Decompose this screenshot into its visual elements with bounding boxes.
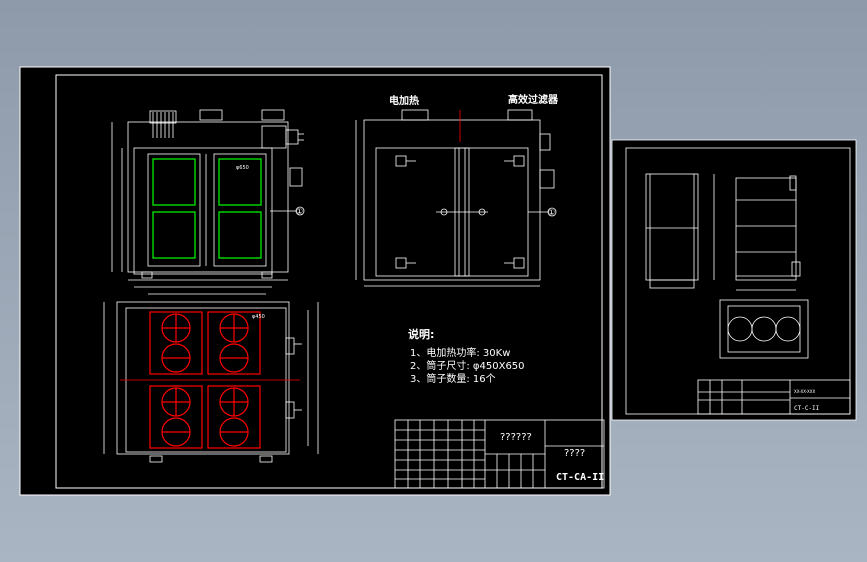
label-electric-heating: 电加热: [389, 94, 419, 107]
notes-line-2: 2、筒子尺寸: φ450X650: [410, 359, 525, 372]
main-sheet: [19, 66, 611, 496]
second-sheet: [611, 139, 857, 421]
balloon-front: ①: [296, 207, 303, 216]
front-dim-650: φ650: [236, 165, 249, 171]
notes: 说明: 1、电加热功率: 30Kw 2、筒子尺寸: φ450X650 3、筒子数…: [408, 327, 525, 385]
plan-baskets: [149, 311, 261, 449]
notes-line-1: 1、电加热功率: 30Kw: [410, 346, 510, 359]
side-elevation: [355, 109, 557, 287]
title-block-drawing-no: CT-CA-II: [556, 472, 604, 483]
sheet2-small-label: XX-XX-XXX: [794, 389, 816, 394]
title-block: [394, 419, 605, 489]
sheet2-drawing-no: CT-C-II: [794, 405, 820, 412]
label-hepa-filter: 高效过滤器: [508, 93, 559, 106]
notes-line-3: 3、筒子数量: 16个: [410, 372, 496, 385]
title-block-name: ??????: [500, 432, 532, 443]
plan-dim-450: φ450: [252, 314, 265, 320]
plan-view: [103, 301, 319, 463]
title-block-company: ????: [564, 448, 585, 459]
front-elevation: [111, 109, 305, 295]
balloon-side: ①: [548, 208, 555, 217]
notes-title: 说明:: [408, 327, 434, 341]
front-door-windows: [152, 158, 262, 259]
